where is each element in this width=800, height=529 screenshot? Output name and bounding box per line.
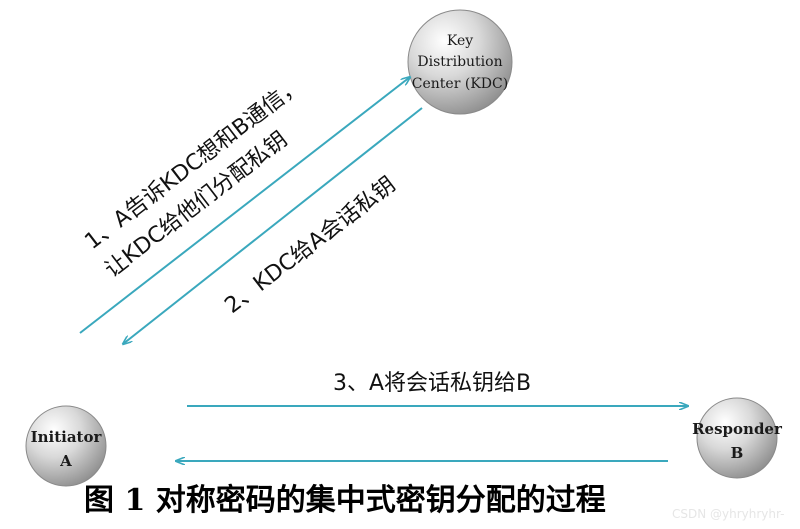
kdc-label-line1: Key (447, 33, 473, 49)
responder-node: Responder B (692, 397, 783, 479)
kdc-label-line2: Distribution (417, 54, 502, 70)
step3-label: 3、A将会话私钥给B (333, 371, 531, 396)
initiator-node: Initiator A (25, 405, 107, 487)
kdc-label-line3: Center (KDC) (412, 76, 508, 92)
responder-label-line1: Responder (692, 420, 783, 438)
arrow-step2-kdc-to-initiator (123, 107, 423, 344)
kdc-node: Key Distribution Center (KDC) (407, 9, 513, 115)
arrow-step1-initiator-to-kdc (79, 77, 410, 334)
responder-node-shape (696, 397, 778, 479)
kdc-node-shape (407, 9, 513, 115)
figure-caption: 图 1 对称密码的集中式密钥分配的过程 (84, 483, 606, 518)
watermark: CSDN @yhryhryhr- (672, 507, 785, 521)
step1-label-line1: 1、A告诉KDC想和B通信， (80, 72, 307, 254)
initiator-label-line2: A (59, 452, 72, 470)
initiator-label-line1: Initiator (31, 428, 103, 446)
initiator-node-shape (25, 405, 107, 487)
responder-label-line2: B (731, 444, 744, 462)
